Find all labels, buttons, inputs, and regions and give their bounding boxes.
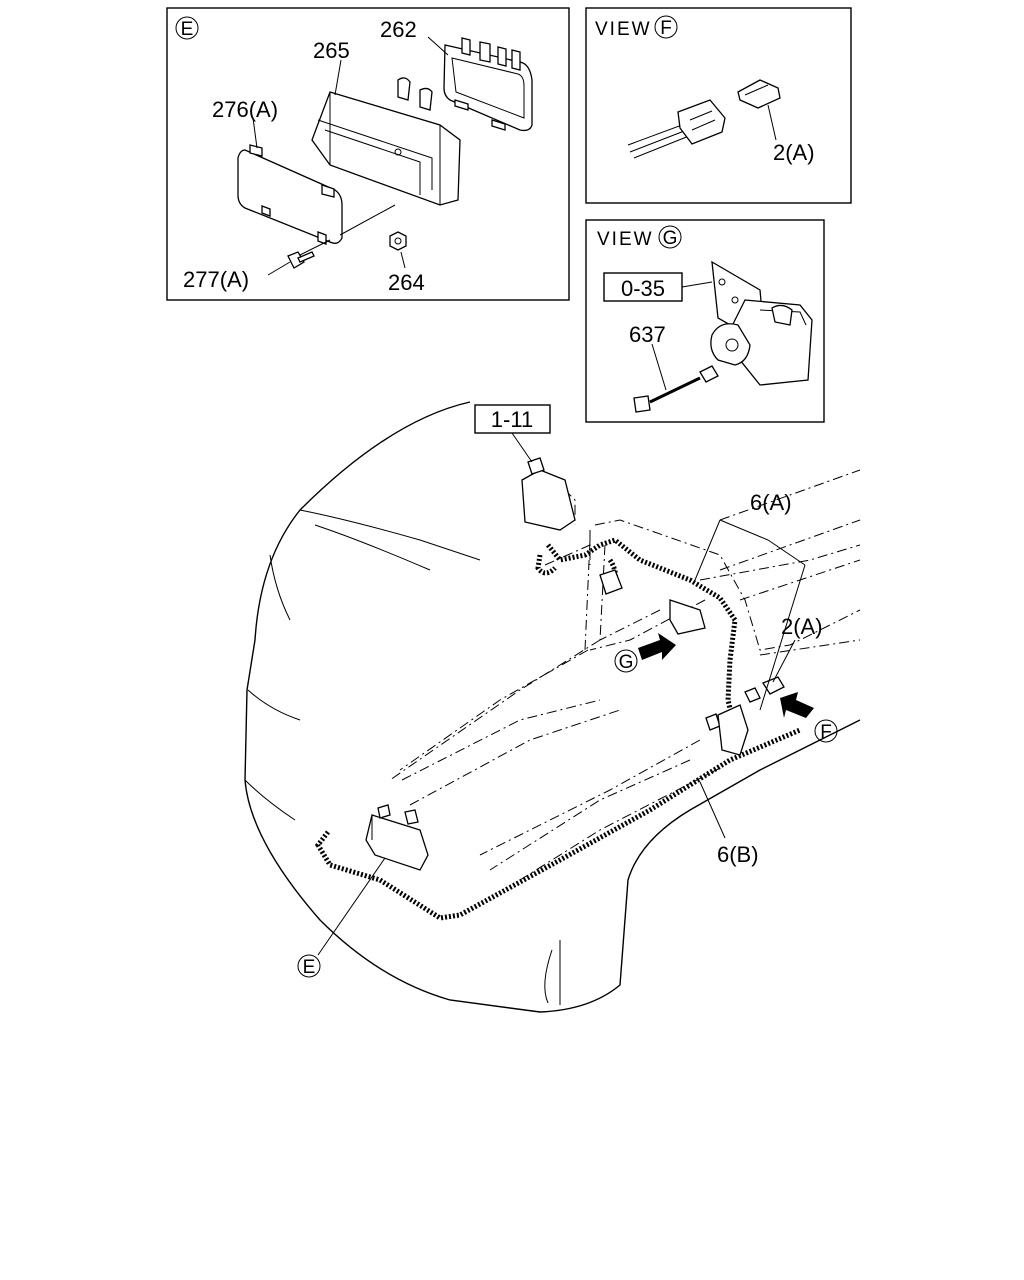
view-f-panel: VIEW F 2(A) — [585, 7, 852, 204]
view-g-marker-circle — [658, 225, 682, 249]
view-g-title: VIEW — [597, 229, 654, 250]
bolt-axis-line — [299, 239, 331, 256]
label-265: 265 — [313, 38, 350, 63]
label-277a: 277(A) — [183, 267, 249, 292]
view-g-marker: G — [663, 228, 678, 249]
harness-637-drawing — [633, 365, 719, 413]
leader-main-2a — [772, 639, 796, 683]
view-f-title: VIEW — [595, 19, 652, 40]
control-box-265-drawing — [311, 77, 461, 206]
arrow-view-g — [638, 633, 676, 660]
nut-264-drawing — [389, 231, 407, 251]
leader-265 — [334, 59, 342, 96]
marker-f: F — [820, 722, 832, 743]
leader-277a — [267, 261, 291, 276]
cover-mount-line — [339, 204, 396, 236]
arrow-view-f — [780, 692, 814, 718]
view-f-marker: F — [660, 18, 672, 39]
leader-6b — [699, 781, 726, 839]
leader-264 — [400, 251, 406, 269]
cover-276a-drawing — [237, 144, 343, 245]
marker-g: G — [619, 652, 634, 673]
view-g-ref-label: 0-35 — [621, 276, 665, 301]
sensor-bracket-drawing — [710, 260, 813, 386]
connector-2a-view-f-drawing — [627, 79, 781, 159]
detail-e-marker: E — [181, 19, 194, 40]
marker-g-circle — [614, 649, 638, 673]
label-262: 262 — [380, 17, 417, 42]
marker-f-circle — [814, 719, 838, 743]
label-276a: 276(A) — [212, 97, 278, 122]
ref-label-1-11: 1-11 — [491, 407, 533, 432]
bolt-277a-drawing — [287, 251, 315, 269]
leader-262 — [427, 36, 449, 56]
leader-276a — [252, 117, 258, 149]
leader-637 — [651, 343, 667, 391]
label-6a: 6(A) — [750, 490, 792, 515]
leader-6a-harness — [694, 519, 721, 581]
leader-6a-right — [767, 539, 806, 566]
leader-0-35 — [681, 281, 713, 288]
truck-cab-drawing — [244, 401, 861, 1013]
label-6b: 6(B) — [717, 842, 759, 867]
leader-1-11 — [511, 432, 533, 463]
callout-e: E — [303, 957, 316, 978]
detail-e-panel: E 262 265 — [166, 7, 570, 301]
bracket-262-drawing — [443, 37, 533, 132]
label-264: 264 — [388, 270, 425, 295]
label-view-f-2a: 2(A) — [773, 140, 815, 165]
leader-6a-left — [719, 519, 769, 541]
view-f-marker-circle — [654, 15, 678, 39]
leader-callout-e — [317, 857, 386, 956]
leader-6a-down — [759, 564, 806, 711]
label-main-2a: 2(A) — [781, 614, 823, 639]
detail-e-marker-circle — [175, 16, 199, 40]
label-637: 637 — [629, 322, 666, 347]
leader-view-f-2a — [767, 104, 777, 141]
callout-e-circle — [297, 954, 321, 978]
view-g-panel: VIEW G 0-35 637 — [585, 219, 825, 423]
